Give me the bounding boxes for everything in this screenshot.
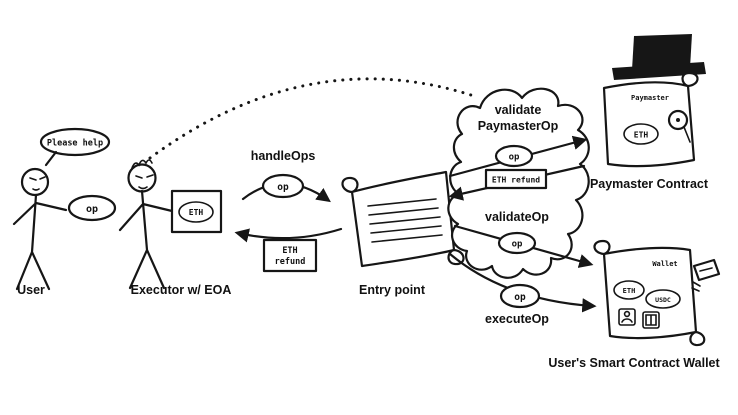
executor-eth-oval	[178, 201, 214, 223]
paymaster-label: Paymaster Contract	[590, 177, 709, 191]
op-token	[497, 231, 537, 255]
avatar-icon-head	[623, 310, 631, 318]
handleops-label: handleOps	[251, 149, 316, 163]
op-token-text: op	[86, 204, 98, 215]
grid-icon-lines	[645, 314, 657, 326]
user-label: User	[17, 283, 45, 297]
monocle-eye	[676, 118, 680, 122]
wallet-usdc-oval	[645, 289, 681, 309]
scroll-top-curl	[681, 71, 699, 88]
top-hat-icon	[632, 34, 692, 70]
paymaster-contract: Paymaster ETH Paymaster Contract	[590, 34, 709, 191]
scroll-top-curl	[593, 239, 611, 256]
executor-figure: ETH Executor w/ EOA	[118, 159, 232, 297]
user-body	[12, 193, 68, 291]
paymaster-eth-text: ETH	[634, 131, 649, 140]
executeop-flow: op executeOp	[485, 283, 549, 326]
eth-refund-flow-left: ETH refund	[234, 227, 343, 273]
speech-bubble-text: Please help	[47, 139, 103, 149]
entry-point-contract: Entry point	[341, 170, 465, 297]
executeop-label: executeOp	[485, 312, 549, 326]
validateop-label: validateOp	[485, 210, 549, 224]
validate-paymaster-label-1: validate	[495, 103, 542, 117]
handleops-flow: op handleOps	[241, 149, 331, 203]
op-token-text: op	[277, 182, 289, 193]
op-token-text: op	[514, 292, 526, 303]
hand-icon	[691, 267, 713, 292]
eth-refund-text: ETH refund	[492, 176, 540, 185]
eth-refund-line1: ETH	[282, 246, 297, 256]
user-figure: Please help op User	[12, 127, 117, 297]
op-token	[261, 173, 305, 199]
eth-refund-line2: refund	[275, 257, 306, 267]
eth-refund-box	[484, 168, 548, 190]
wallet-scroll-title: Wallet	[652, 260, 677, 268]
monocle-cord	[683, 126, 691, 143]
cloud-content: validate PaymasterOp op ETH refund valid…	[478, 103, 559, 255]
op-token	[494, 144, 534, 168]
user-head	[20, 167, 50, 197]
paymaster-scroll	[602, 81, 696, 168]
avatar-icon-body	[621, 318, 633, 323]
entry-point-scroll	[350, 170, 456, 268]
user-face	[29, 176, 46, 191]
wallet-label: User's Smart Contract Wallet	[548, 356, 720, 370]
entry-point-label: Entry point	[359, 283, 426, 297]
validate-paymaster-label-2: PaymasterOp	[478, 119, 559, 133]
paymaster-scroll-title: Paymaster	[631, 94, 669, 102]
executor-eth-text: ETH	[189, 208, 204, 217]
scroll-text-lines	[367, 198, 443, 243]
executor-face	[135, 174, 154, 190]
op-token	[499, 283, 541, 309]
speech-bubble	[39, 127, 111, 157]
op-token	[67, 194, 117, 222]
executor-hair	[131, 159, 153, 169]
op-token-text: op	[512, 240, 523, 250]
eth-refund-arrow	[234, 227, 343, 243]
op-token-text: op	[509, 153, 520, 163]
scroll-bottom-curl	[689, 330, 706, 347]
paymaster-eth-oval	[623, 123, 659, 145]
dotted-connection-line	[148, 77, 476, 160]
wallet-contract: Wallet ETH USDC User's Smart Contract Wa…	[548, 239, 720, 370]
wallet-eth-oval	[613, 280, 645, 300]
wallet-eth-text: ETH	[623, 287, 636, 295]
wallet-usdc-text: USDC	[655, 296, 671, 304]
executor-label: Executor w/ EOA	[131, 283, 232, 297]
speech-bubble-tail	[44, 150, 58, 167]
scroll-top-curl	[341, 176, 359, 194]
eth-refund-box	[262, 238, 318, 273]
executor-body	[118, 189, 174, 290]
